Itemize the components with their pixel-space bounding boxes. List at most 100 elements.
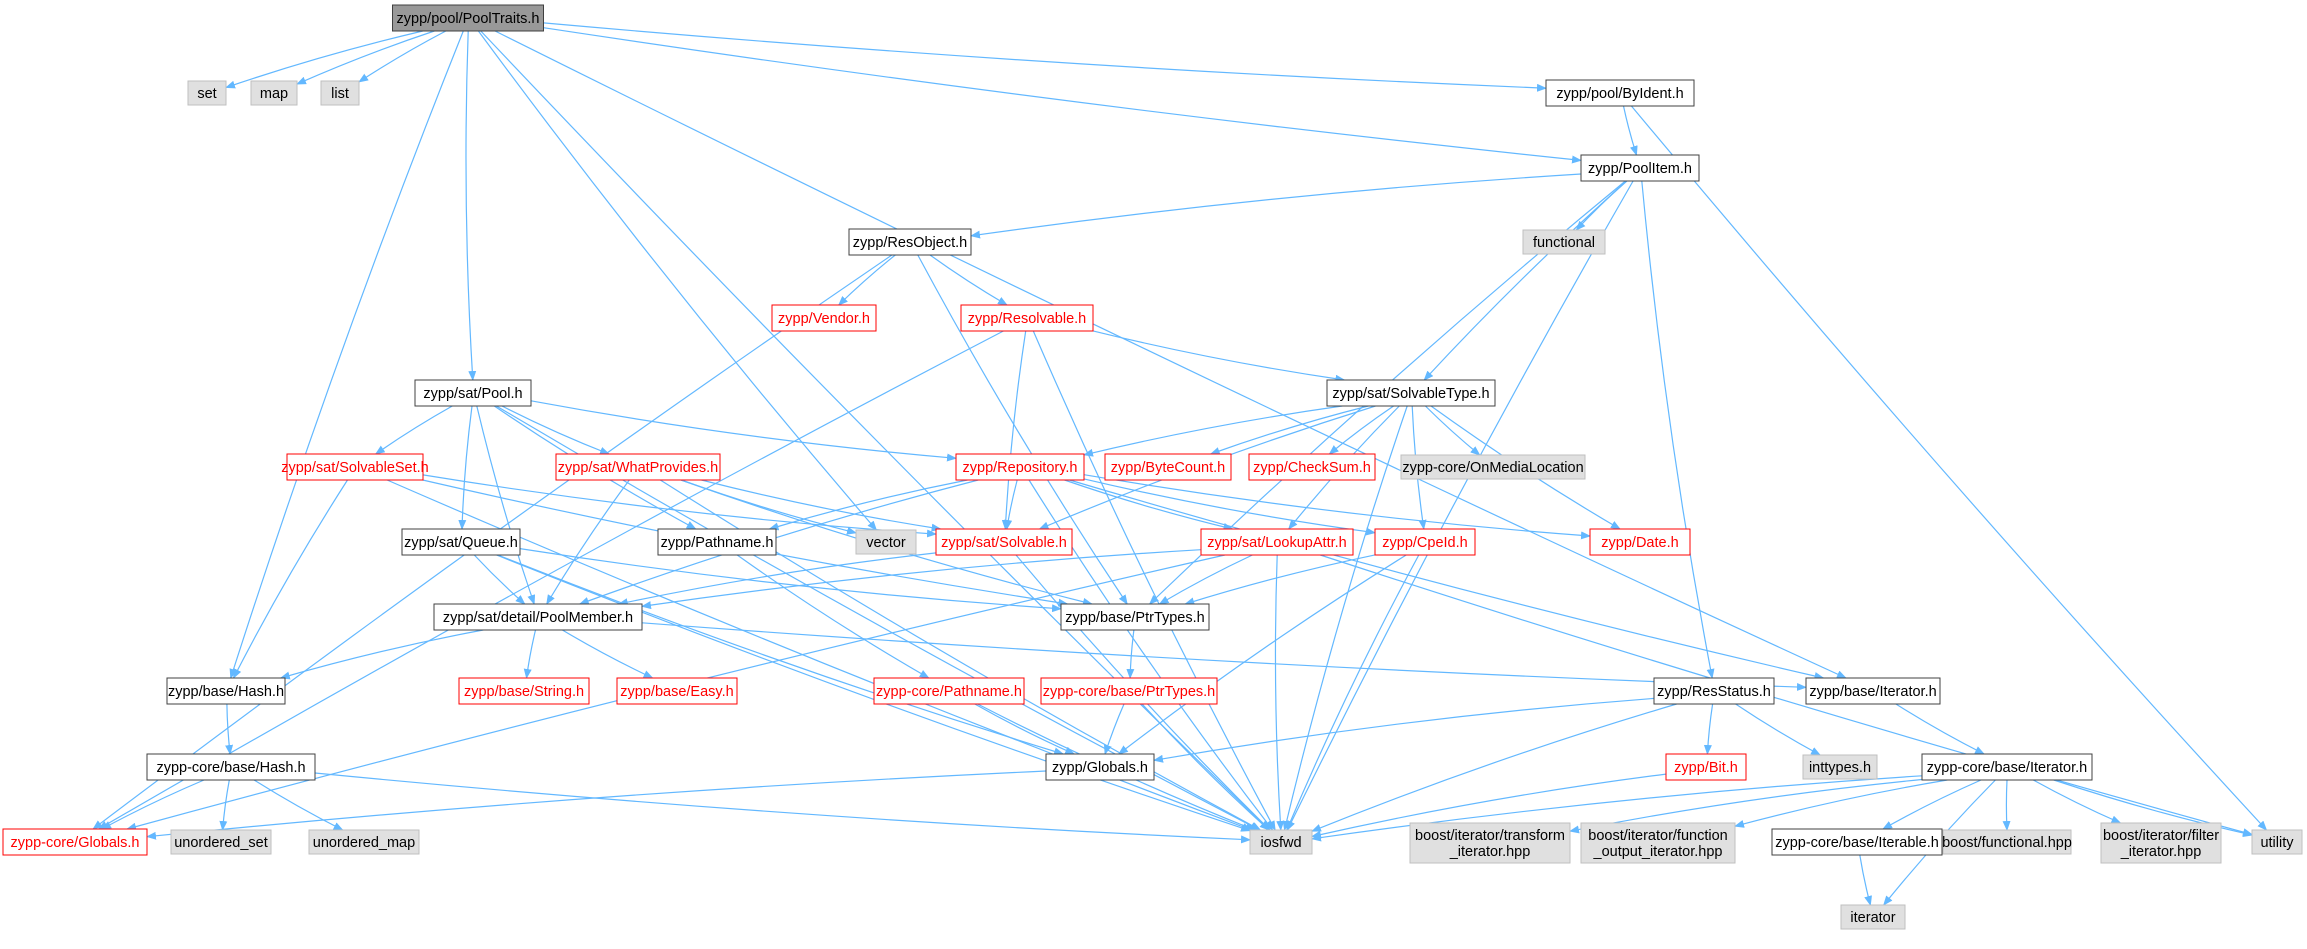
node-cpeid[interactable]: zypp/CpeId.h (1374, 528, 1476, 556)
node-resobject[interactable]: zypp/ResObject.h (848, 228, 972, 256)
node-utility[interactable]: utility (2251, 829, 2303, 855)
edge-repository-to-poolmember (578, 479, 979, 605)
node-box (458, 677, 590, 705)
edge-coreiterator-to-transform (1569, 778, 1923, 834)
node-iteratorh[interactable]: zypp/base/Iterator.h (1805, 677, 1941, 705)
node-box (2, 828, 148, 856)
edge-solvable-to-poolmember (617, 552, 937, 607)
node-box (1545, 79, 1695, 107)
node-iosfwd[interactable]: iosfwd (1249, 829, 1313, 855)
node-poolitem[interactable]: zypp/PoolItem.h (1580, 154, 1700, 182)
node-label: iosfwd (1260, 835, 1301, 851)
node-coreptrtypes[interactable]: zypp-core/base/PtrTypes.h (1040, 677, 1218, 705)
node-label: zypp/CheckSum.h (1253, 460, 1371, 476)
node-label: zypp/PoolItem.h (1588, 161, 1692, 177)
node-onmedialocation[interactable]: zypp-core/OnMediaLocation (1400, 454, 1586, 480)
edge-solvableset-to-hash (232, 479, 349, 679)
node-box (1326, 379, 1496, 407)
node-iterator[interactable]: iterator (1840, 904, 1906, 930)
node-corepathname[interactable]: zypp-core/Pathname.h (873, 677, 1025, 705)
node-label: zypp-core/base/Iterator.h (1927, 760, 2087, 776)
node-transform[interactable]: boost/iterator/transform_iterator.hpp (1409, 822, 1571, 864)
node-solvableset[interactable]: zypp/sat/SolvableSet.h (281, 453, 429, 481)
edge-solvabletype-to-repository (1083, 405, 1343, 457)
node-label: zypp/pool/ByIdent.h (1556, 86, 1683, 102)
node-vector[interactable]: vector (855, 529, 917, 555)
edge-solvableset-to-solvable (422, 474, 937, 538)
edge-pooltraits-to-hash (229, 30, 464, 679)
node-label: zypp/Resolvable.h (968, 311, 1087, 327)
node-box (1409, 822, 1571, 864)
node-label: vector (866, 535, 906, 551)
node-label: zypp-core/Pathname.h (876, 684, 1022, 700)
node-resolvable[interactable]: zypp/Resolvable.h (960, 304, 1094, 332)
node-unordered_set[interactable]: unordered_set (170, 829, 272, 855)
node-checksum[interactable]: zypp/CheckSum.h (1248, 453, 1376, 481)
node-bytecount[interactable]: zypp/ByteCount.h (1104, 453, 1232, 481)
node-label: boost/iterator/function (1588, 828, 1727, 844)
node-coreiterator[interactable]: zypp-core/base/Iterator.h (1921, 753, 2093, 781)
node-map[interactable]: map (250, 80, 298, 106)
node-solvabletype[interactable]: zypp/sat/SolvableType.h (1326, 379, 1496, 407)
node-label: zypp/sat/Pool.h (423, 386, 522, 402)
node-label: zypp/ByteCount.h (1111, 460, 1225, 476)
node-boostfunctional[interactable]: boost/functional.hpp (1942, 829, 2072, 855)
node-poolmember[interactable]: zypp/sat/detail/PoolMember.h (433, 603, 643, 631)
node-inttypes[interactable]: inttypes.h (1802, 754, 1878, 780)
node-iterable[interactable]: zypp-core/base/Iterable.h (1771, 828, 1943, 856)
node-label: zypp-core/base/Hash.h (156, 760, 305, 776)
node-filteriter[interactable]: boost/iterator/filter_iterator.hpp (2100, 822, 2222, 864)
edge-pathname-to-corepathname (736, 554, 930, 679)
node-box (1200, 528, 1354, 556)
node-label: zypp/sat/Solvable.h (941, 535, 1067, 551)
node-label: zypp/base/String.h (464, 684, 584, 700)
node-label: zypp/Bit.h (1674, 760, 1738, 776)
node-box (1522, 229, 1606, 255)
node-hash[interactable]: zypp/base/Hash.h (166, 677, 286, 705)
edge-pooltraits-to-vector (477, 30, 878, 531)
edge-byident-to-utility (1630, 105, 2268, 831)
edge-resobject-to-ptrtypes (917, 254, 1128, 605)
node-ptrtypes[interactable]: zypp/base/PtrTypes.h (1060, 603, 1210, 631)
node-pooltraits[interactable]: zypp/pool/PoolTraits.h (392, 4, 544, 32)
node-corehash[interactable]: zypp-core/base/Hash.h (146, 753, 316, 781)
node-lookupattr[interactable]: zypp/sat/LookupAttr.h (1200, 528, 1354, 556)
node-box (187, 80, 227, 106)
node-repository[interactable]: zypp/Repository.h (955, 453, 1085, 481)
edge-cpeid-to-ptrtypes (1184, 554, 1376, 606)
node-queue[interactable]: zypp/sat/Queue.h (401, 528, 521, 556)
node-box (1653, 677, 1775, 705)
node-coreglobals[interactable]: zypp-core/Globals.h (2, 828, 148, 856)
node-box (2100, 822, 2222, 864)
node-box (616, 677, 738, 705)
node-unordered_map[interactable]: unordered_map (308, 829, 420, 855)
node-resstatus[interactable]: zypp/ResStatus.h (1653, 677, 1775, 705)
node-whatprovides[interactable]: zypp/sat/WhatProvides.h (555, 453, 721, 481)
edge-poolmember-to-hash (279, 629, 484, 680)
node-solvable[interactable]: zypp/sat/Solvable.h (935, 528, 1073, 556)
node-label: zypp/Pathname.h (661, 535, 774, 551)
node-vendor[interactable]: zypp/Vendor.h (771, 304, 877, 332)
node-satpool[interactable]: zypp/sat/Pool.h (414, 379, 532, 407)
node-bit[interactable]: zypp/Bit.h (1665, 753, 1747, 781)
node-string[interactable]: zypp/base/String.h (458, 677, 590, 705)
node-box (401, 528, 521, 556)
node-box (1840, 904, 1906, 930)
node-box (1589, 528, 1691, 556)
node-box (320, 80, 360, 106)
edge-repository-to-cpeid (1083, 478, 1376, 536)
node-box (414, 379, 532, 407)
node-byident[interactable]: zypp/pool/ByIdent.h (1545, 79, 1695, 107)
node-date[interactable]: zypp/Date.h (1589, 528, 1691, 556)
node-funcoutput[interactable]: boost/iterator/function_output_iterator.… (1580, 822, 1736, 864)
node-label: zypp/Globals.h (1052, 760, 1148, 776)
node-functional[interactable]: functional (1522, 229, 1606, 255)
node-label: zypp-core/base/Iterable.h (1775, 835, 1939, 851)
edge-byident-to-poolitem (1622, 105, 1638, 156)
node-globals[interactable]: zypp/Globals.h (1045, 753, 1155, 781)
node-easy[interactable]: zypp/base/Easy.h (616, 677, 738, 705)
edge-pooltraits-to-iteratorh (494, 30, 1847, 679)
node-list[interactable]: list (320, 80, 360, 106)
node-pathname[interactable]: zypp/Pathname.h (657, 528, 777, 556)
node-set[interactable]: set (187, 80, 227, 106)
